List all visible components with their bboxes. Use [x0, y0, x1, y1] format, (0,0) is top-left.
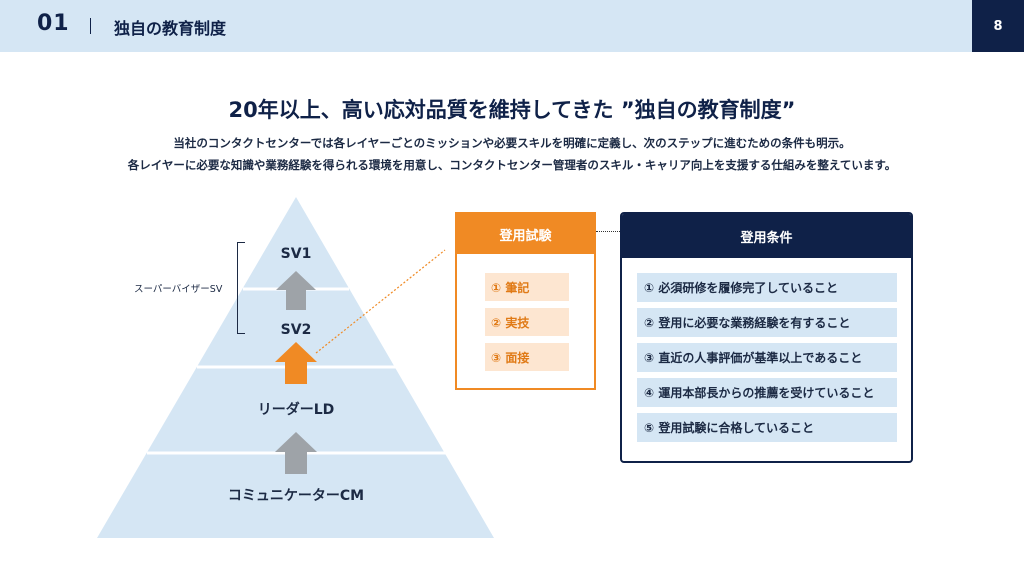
sv-bracket — [237, 242, 245, 334]
conditions-panel-title: 登用条件 — [622, 214, 911, 258]
conditions-panel: 登用条件 ① 必須研修を履修完了していること ② 登用に必要な業務経験を有するこ… — [620, 212, 913, 463]
exam-item: ② 実技 — [485, 308, 569, 336]
exam-panel: 登用試験 ① 筆記 ② 実技 ③ 面接 — [455, 212, 596, 390]
section-title: 独自の教育制度 — [114, 19, 227, 38]
condition-item: ③ 直近の人事評価が基準以上であること — [637, 343, 897, 372]
header-bar: 01 独自の教育制度 — [0, 0, 972, 52]
exam-panel-title: 登用試験 — [457, 214, 594, 254]
pyramid-level-leader: リーダーLD — [258, 401, 335, 418]
condition-item: ⑤ 登用試験に合格していること — [637, 413, 897, 442]
pyramid-level-sv2: SV2 — [281, 322, 312, 338]
exam-connector-line — [315, 249, 446, 354]
lead-text-line-2: 各レイヤーに必要な知識や業務経験を得られる環境を用意し、コンタクトセンター管理者… — [127, 158, 897, 172]
page-title: 20年以上、高い応対品質を維持してきた ”独自の教育制度” — [228, 98, 796, 122]
page-number: 8 — [972, 0, 1024, 52]
header-divider — [90, 18, 91, 34]
arrow-up-icon — [276, 271, 316, 310]
condition-item: ② 登用に必要な業務経験を有すること — [637, 308, 897, 337]
lead-text-line-1: 当社のコンタクトセンターでは各レイヤーごとのミッションや必要スキルを明確に定義し… — [173, 136, 851, 150]
exam-item: ③ 面接 — [485, 343, 569, 371]
pyramid-level-sv1: SV1 — [281, 246, 312, 262]
sv-bracket-label: スーパーバイザーSV — [134, 284, 223, 295]
arrow-up-icon — [275, 432, 317, 474]
pyramid-level-communicator: コミュニケーターCM — [228, 488, 364, 504]
condition-item: ① 必須研修を履修完了していること — [637, 273, 897, 302]
condition-item: ④ 運用本部長からの推薦を受けていること — [637, 378, 897, 407]
panel-connector — [596, 231, 620, 232]
arrow-up-icon — [275, 342, 317, 384]
exam-item: ① 筆記 — [485, 273, 569, 301]
section-number: 01 — [37, 11, 70, 36]
